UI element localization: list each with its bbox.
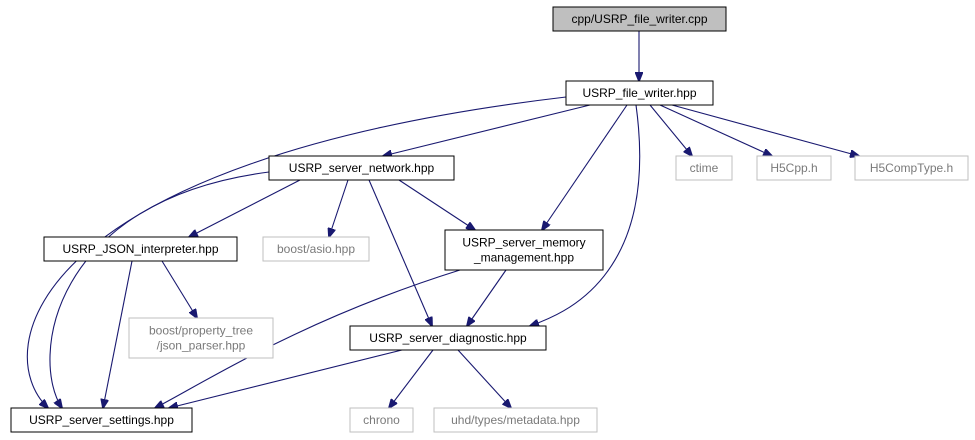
edge-line: [368, 179, 432, 326]
edge-json-interpreter-hpp-to-property-tree-json-parser-hpp: [161, 260, 197, 318]
node-box: [349, 407, 414, 433]
edge-line: [530, 104, 641, 326]
node-label: uhd/types/metadata.hpp: [451, 413, 580, 427]
edge-server-diagnostic-hpp-to-uhd-types-metadata-hpp: [457, 349, 511, 408]
node-server-network-hpp[interactable]: USRP_server_network.hpp: [268, 155, 455, 181]
edge-file-writer-hpp-to-memory-management-hpp: [542, 104, 628, 230]
node-box: [565, 80, 714, 106]
edge-line: [398, 179, 475, 230]
node-file-writer-hpp[interactable]: USRP_file_writer.hpp: [565, 80, 714, 106]
node-h5cpp-h: H5Cpp.h: [756, 155, 832, 181]
node-box: [128, 317, 274, 359]
node-ctime: ctime: [675, 155, 733, 181]
node-label: USRP_server_memory: [462, 236, 585, 250]
node-box: [262, 236, 370, 262]
node-label: USRP_server_network.hpp: [289, 161, 435, 175]
node-box: [675, 155, 733, 181]
edge-file-writer-hpp-to-ctime: [649, 104, 692, 156]
node-label: boost/property_tree: [149, 324, 253, 338]
node-layer: cpp/USRP_file_writer.cppUSRP_file_writer…: [10, 6, 969, 433]
node-label: ctime: [690, 161, 719, 175]
edge-server-network-hpp-to-server-settings-hpp: [49, 171, 270, 408]
node-label: H5Cpp.h: [770, 161, 817, 175]
edge-line: [649, 104, 692, 156]
node-server-settings-hpp[interactable]: USRP_server_settings.hpp: [10, 407, 193, 433]
node-box: [268, 155, 455, 181]
node-label: USRP_server_diagnostic.hpp: [369, 331, 527, 345]
node-property-tree-json-parser-hpp: boost/property_tree/json_parser.hpp: [128, 317, 274, 359]
edge-line: [659, 104, 772, 156]
node-server-diagnostic-hpp[interactable]: USRP_server_diagnostic.hpp: [349, 325, 547, 351]
edge-line: [671, 104, 859, 156]
node-box: [444, 229, 604, 271]
node-label: USRP_JSON_interpreter.hpp: [62, 242, 218, 256]
node-h5comptype-h: H5CompType.h: [854, 155, 969, 181]
edge-line: [542, 104, 628, 230]
node-memory-management-hpp[interactable]: USRP_server_memory_management.hpp: [444, 229, 604, 271]
edge-file-writer-hpp-to-h5comptype-h: [671, 104, 859, 156]
node-chrono: chrono: [349, 407, 414, 433]
node-label: boost/asio.hpp: [277, 242, 355, 256]
edge-file-writer-hpp-to-server-diagnostic-hpp: [530, 104, 641, 326]
edge-line: [389, 349, 434, 408]
node-label: USRP_file_writer.hpp: [582, 86, 696, 100]
edge-line: [49, 171, 270, 408]
node-box: [349, 325, 547, 351]
node-uhd-types-metadata-hpp: uhd/types/metadata.hpp: [433, 407, 598, 433]
node-box: [552, 6, 727, 32]
edge-json-interpreter-hpp-to-server-settings-hpp: [103, 260, 133, 408]
edge-line: [329, 179, 349, 237]
edge-server-diagnostic-hpp-to-chrono: [389, 349, 434, 408]
edge-server-network-hpp-to-boost-asio-hpp: [329, 179, 349, 237]
node-label: /json_parser.hpp: [157, 339, 246, 353]
edge-line: [103, 260, 133, 408]
node-label: chrono: [363, 413, 400, 427]
edge-file-writer-hpp-to-server-network-hpp: [383, 104, 591, 156]
edge-line: [457, 349, 511, 408]
node-box: [43, 236, 238, 262]
node-label: _management.hpp: [473, 251, 574, 265]
edge-line: [161, 260, 197, 318]
edge-line: [467, 269, 507, 326]
node-json-interpreter-hpp[interactable]: USRP_JSON_interpreter.hpp: [43, 236, 238, 262]
node-box: [10, 407, 193, 433]
edge-line: [383, 104, 591, 156]
edge-server-diagnostic-hpp-to-server-settings-hpp: [169, 349, 403, 408]
edge-memory-management-hpp-to-server-diagnostic-hpp: [467, 269, 507, 326]
node-label: USRP_server_settings.hpp: [29, 413, 174, 427]
edge-line: [169, 349, 403, 408]
node-file-writer-cpp[interactable]: cpp/USRP_file_writer.cpp: [552, 6, 727, 32]
edge-line: [189, 179, 301, 237]
edge-server-network-hpp-to-json-interpreter-hpp: [189, 179, 301, 237]
node-box: [433, 407, 598, 433]
node-label: H5CompType.h: [870, 161, 953, 175]
node-boost-asio-hpp: boost/asio.hpp: [262, 236, 370, 262]
edge-file-writer-hpp-to-h5cpp-h: [659, 104, 772, 156]
edge-server-network-hpp-to-memory-management-hpp: [398, 179, 475, 230]
edge-server-network-hpp-to-server-diagnostic-hpp: [368, 179, 432, 326]
node-box: [756, 155, 832, 181]
node-label: cpp/USRP_file_writer.cpp: [571, 12, 707, 26]
node-box: [854, 155, 969, 181]
